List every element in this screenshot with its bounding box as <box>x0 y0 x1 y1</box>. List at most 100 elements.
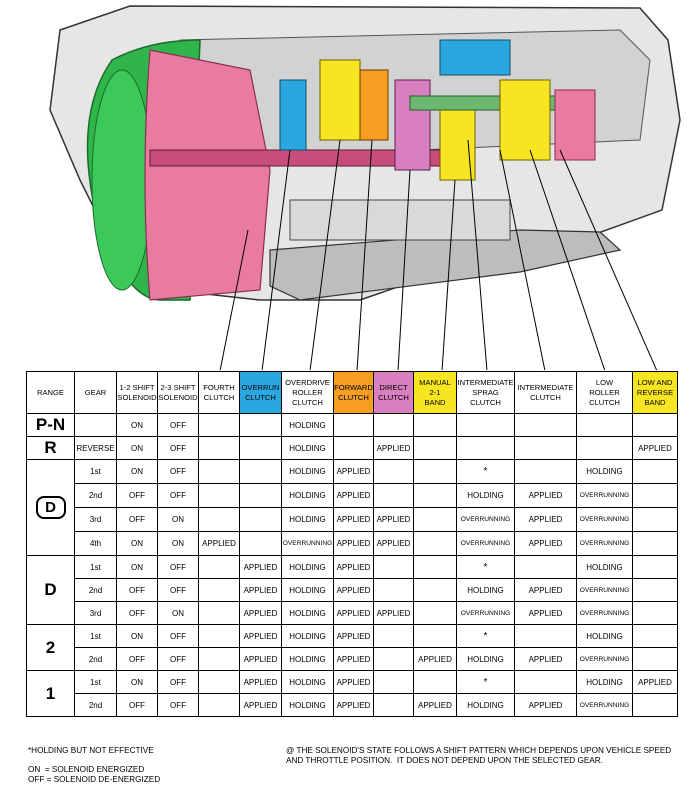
solenoid-23-cell: ON <box>157 531 199 556</box>
solenoid-12-cell: OFF <box>116 693 158 717</box>
overrun-clutch-cell <box>239 459 282 484</box>
overrun-clutch-part <box>279 79 307 151</box>
overrun-clutch-cell: APPLIED <box>239 578 282 602</box>
legend-notes: *HOLDING BUT NOT EFFECTIVE ON = SOLENOID… <box>28 746 278 785</box>
int-clutch-cell <box>514 459 577 484</box>
low-reverse-band-cell <box>632 647 678 671</box>
low-roller-cell: HOLDING <box>576 670 633 694</box>
range-cell-r: R <box>26 436 75 460</box>
header-odroller-l2: ROLLER <box>292 387 323 397</box>
int-clutch-cell <box>514 624 577 648</box>
leader-overrun <box>261 149 291 370</box>
int-clutch-cell <box>514 555 577 579</box>
gear-cell <box>74 413 117 437</box>
low-roller-cell <box>576 413 633 437</box>
solenoid-12-cell: ON <box>116 670 158 694</box>
leader-fourth <box>219 229 249 370</box>
low-roller-cell: OVERRUNNING <box>576 647 633 671</box>
int-clutch-cell: APPLIED <box>514 647 577 671</box>
range-label: D <box>44 580 57 599</box>
manual-band-cell <box>413 578 457 602</box>
int-sprag-cell <box>456 413 515 437</box>
int-clutch-cell <box>514 436 577 460</box>
low-roller-cell: OVERRUNNING <box>576 531 633 556</box>
low-reverse-part <box>499 79 551 161</box>
header-gear-text: GEAR <box>84 387 107 397</box>
direct-clutch-cell <box>373 624 414 648</box>
solenoid-23-cell: OFF <box>157 555 199 579</box>
int-clutch-cell <box>514 670 577 694</box>
overrun-clutch-cell <box>239 507 282 532</box>
low-roller-cell: OVERRUNNING <box>576 601 633 625</box>
int-clutch-cell: APPLIED <box>514 578 577 602</box>
range-cell-pn: P-N <box>26 413 75 437</box>
overrun-clutch-cell: APPLIED <box>239 624 282 648</box>
fourth-clutch-cell <box>198 413 240 437</box>
header-odroller-l1: OVERDRIVE <box>285 377 330 387</box>
header-lowrev-l1: LOW AND <box>637 377 673 387</box>
direct-clutch-part <box>394 79 431 171</box>
gear-cell: 3rd <box>74 507 117 532</box>
fourth-clutch-cell <box>198 670 240 694</box>
fourth-clutch-cell <box>198 693 240 717</box>
manual-band-cell <box>413 601 457 625</box>
solenoid-12-cell: OFF <box>116 507 158 532</box>
low-reverse-band-cell <box>632 601 678 625</box>
od-roller-cell: HOLDING <box>281 624 334 648</box>
leader-lroller <box>529 149 606 370</box>
fourth-clutch-cell <box>198 507 240 532</box>
note-on: ON = SOLENOID ENERGIZED <box>28 765 145 774</box>
int-sprag-cell: OVERRUNNING <box>456 507 515 532</box>
direct-clutch-cell: APPLIED <box>373 531 414 556</box>
overdrive-roller-part <box>319 59 361 141</box>
solenoid-12-cell: ON <box>116 531 158 556</box>
header-lowrev-l3: BAND <box>644 397 666 407</box>
low-reverse-band-cell <box>632 507 678 532</box>
od-roller-cell: HOLDING <box>281 507 334 532</box>
low-roller-cell <box>576 436 633 460</box>
solenoid-12-cell: ON <box>116 555 158 579</box>
fourth-clutch-cell <box>198 459 240 484</box>
int-clutch-cell: APPLIED <box>514 601 577 625</box>
pump-assembly <box>144 49 271 301</box>
header-manual21-l2: 2-1 <box>429 387 441 397</box>
solenoid-23-cell: OFF <box>157 483 199 508</box>
solenoid-23-cell: OFF <box>157 670 199 694</box>
range-label: R <box>44 438 57 457</box>
header-intsprag-l2: SPRAG <box>472 387 499 397</box>
manual-band-cell <box>413 483 457 508</box>
int-clutch-cell: APPLIED <box>514 531 577 556</box>
gear-cell: 4th <box>74 531 117 556</box>
range-label: 2 <box>45 637 56 657</box>
note-off: OFF = SOLENOID DE-ENERGIZED <box>28 775 161 784</box>
forward-clutch-cell: APPLIED <box>333 483 374 508</box>
solenoid-23-cell: ON <box>157 601 199 625</box>
range-cell-overdrive: D <box>26 459 75 556</box>
solenoid-12-cell: OFF <box>116 483 158 508</box>
header-direct-l2: CLUTCH <box>378 392 409 402</box>
valve-body <box>289 199 511 241</box>
header-overrun-l2: CLUTCH <box>245 392 276 402</box>
solenoid-12-cell: ON <box>116 436 158 460</box>
int-sprag-cell: * <box>456 624 515 648</box>
low-roller-cell: OVERRUNNING <box>576 507 633 532</box>
output-gear-part <box>554 89 596 161</box>
converter-face <box>91 69 153 291</box>
fourth-clutch-cell <box>198 624 240 648</box>
header-manual21-l1: MANUAL <box>419 377 451 387</box>
manual-band-cell <box>413 555 457 579</box>
od-roller-cell: HOLDING <box>281 693 334 717</box>
od-roller-cell: HOLDING <box>281 459 334 484</box>
low-reverse-band-cell <box>632 693 678 717</box>
forward-clutch-cell: APPLIED <box>333 555 374 579</box>
header-direct-l1: DIRECT <box>379 382 408 392</box>
